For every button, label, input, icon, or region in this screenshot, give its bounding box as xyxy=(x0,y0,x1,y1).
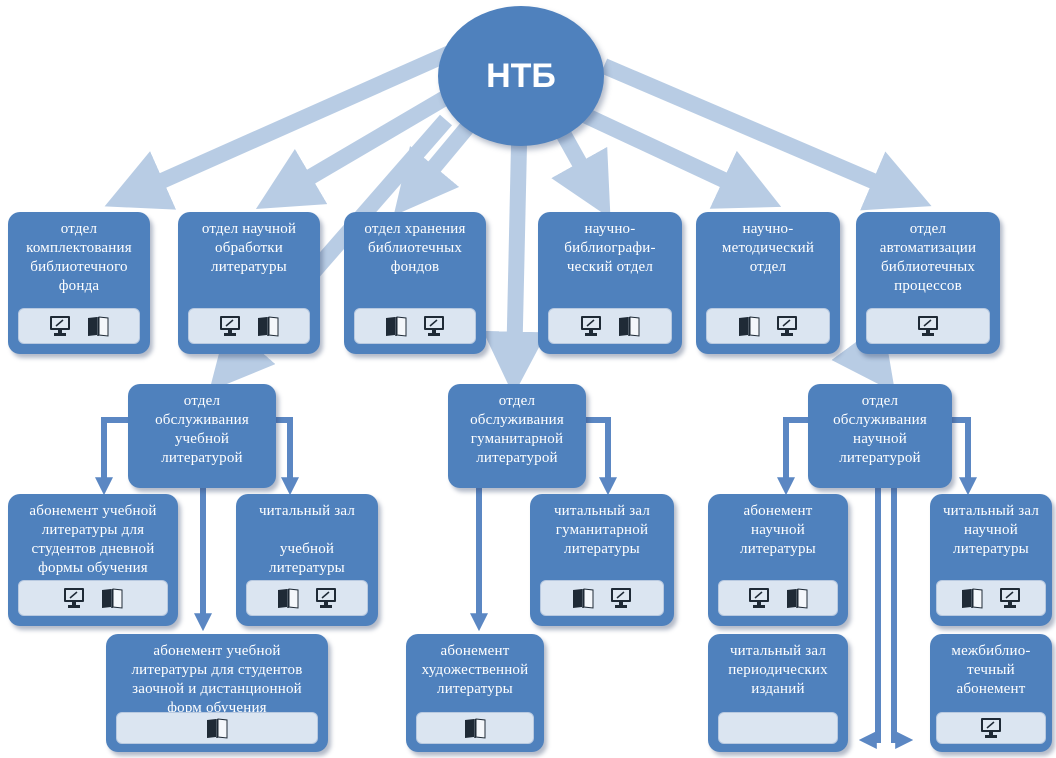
unit-edu-reading-room: читальный зал учебной литературы xyxy=(236,494,378,626)
unit-label: читальный зал учебной литературы xyxy=(258,503,356,576)
connector-edu-right xyxy=(276,417,299,496)
connector-sci-left xyxy=(777,417,808,496)
dept-label: отдел комплектования библиотечного фонда xyxy=(26,221,132,294)
dept-bibliographic: научно- библиографи- ческий отдел xyxy=(538,212,682,354)
service-scientific: отдел обслуживания научной литературой xyxy=(808,384,952,488)
computer-icon xyxy=(579,314,603,338)
book-icon xyxy=(100,586,124,610)
dept-label: отдел хранения библиотечных фондов xyxy=(364,221,466,275)
unit-interlibrary-loan: межбиблио- течный абонемент xyxy=(930,634,1052,752)
dept-label: научно- методический отдел xyxy=(721,221,815,275)
unit-label: абонемент художественной литературы xyxy=(421,643,529,697)
icon-tray xyxy=(718,712,838,744)
book-icon xyxy=(86,314,110,338)
computer-icon xyxy=(62,586,86,610)
arrow-to-processing xyxy=(255,81,467,209)
unit-label: межбиблио- течный абонемент xyxy=(951,643,1031,697)
book-icon xyxy=(571,586,595,610)
icon-tray xyxy=(866,308,990,344)
service-label: отдел обслуживания учебной литературой xyxy=(155,393,249,466)
service-label: отдел обслуживания научной литературой xyxy=(833,393,927,466)
computer-icon xyxy=(916,314,940,338)
unit-edu-subscription-fulltime: абонемент учебной литературы для студент… xyxy=(8,494,178,626)
arrow-to-automation xyxy=(600,58,932,211)
hub-label: НТБ xyxy=(486,56,556,95)
unit-label: абонемент учебной литературы для студент… xyxy=(131,643,303,716)
book-icon xyxy=(617,314,641,338)
arrow-to-bibliographic xyxy=(551,124,611,219)
dept-methodical: научно- методический отдел xyxy=(696,212,840,354)
dept-storage: отдел хранения библиотечных фондов xyxy=(344,212,486,354)
connector-sci-right xyxy=(952,417,977,496)
icon-tray xyxy=(18,580,168,616)
connector-sci-down-b xyxy=(891,487,914,749)
dept-acquisition: отдел комплектования библиотечного фонда xyxy=(8,212,150,354)
book-icon xyxy=(785,586,809,610)
unit-periodicals-reading-room: читальный зал периодических изданий xyxy=(708,634,848,752)
unit-label: читальный зал гуманитарной литературы xyxy=(553,503,651,557)
computer-icon xyxy=(218,314,242,338)
computer-icon xyxy=(422,314,446,338)
book-icon xyxy=(384,314,408,338)
branch-connectors xyxy=(95,417,977,749)
icon-tray xyxy=(936,712,1046,744)
icon-tray xyxy=(718,580,838,616)
book-icon xyxy=(205,716,229,740)
dept-label: отдел автоматизации библиотечных процесс… xyxy=(879,221,977,294)
unit-humanities-reading-room: читальный зал гуманитарной литературы xyxy=(530,494,674,626)
dept-label: научно- библиографи- ческий отдел xyxy=(564,221,656,275)
unit-label: абонемент учебной литературы для студент… xyxy=(29,503,157,576)
book-icon xyxy=(737,314,761,338)
icon-tray xyxy=(354,308,476,344)
dept-processing: отдел научной обработки литературы xyxy=(178,212,320,354)
icon-tray xyxy=(188,308,310,344)
computer-icon xyxy=(979,716,1003,740)
unit-label: абонемент научной литературы xyxy=(740,503,816,557)
unit-fiction-subscription: абонемент художественной литературы xyxy=(406,634,544,752)
icon-tray xyxy=(706,308,830,344)
unit-science-subscription: абонемент научной литературы xyxy=(708,494,848,626)
icon-tray xyxy=(936,580,1046,616)
book-icon xyxy=(256,314,280,338)
computer-icon xyxy=(998,586,1022,610)
icon-tray xyxy=(246,580,368,616)
connector-edu-left xyxy=(95,417,128,496)
book-icon xyxy=(276,586,300,610)
arrow-to-methodical xyxy=(574,104,782,209)
service-educational: отдел обслуживания учебной литературой xyxy=(128,384,276,488)
unit-label: читальный зал периодических изданий xyxy=(728,643,828,697)
computer-icon xyxy=(775,314,799,338)
arrow-to-acquisition xyxy=(104,44,456,210)
unit-science-reading-room: читальный зал научной литературы xyxy=(930,494,1052,626)
dept-label: отдел научной обработки литературы xyxy=(201,221,297,275)
computer-icon xyxy=(314,586,338,610)
computer-icon xyxy=(48,314,72,338)
icon-tray xyxy=(548,308,672,344)
icon-tray xyxy=(116,712,318,744)
connector-hum-right xyxy=(586,417,617,496)
unit-edu-subscription-distance: абонемент учебной литературы для студент… xyxy=(106,634,328,752)
ntb-hub: НТБ xyxy=(438,6,604,146)
icon-tray xyxy=(416,712,534,744)
computer-icon xyxy=(609,586,633,610)
book-icon xyxy=(960,586,984,610)
book-icon xyxy=(463,716,487,740)
service-humanities: отдел обслуживания гуманитарной литерату… xyxy=(448,384,586,488)
arrow-to-humanities-service xyxy=(482,144,547,396)
computer-icon xyxy=(747,586,771,610)
unit-label: читальный зал научной литературы xyxy=(942,503,1040,557)
dept-automation: отдел автоматизации библиотечных процесс… xyxy=(856,212,1000,354)
service-label: отдел обслуживания гуманитарной литерату… xyxy=(470,393,564,466)
icon-tray xyxy=(18,308,140,344)
connector-sci-down-a xyxy=(858,487,881,749)
icon-tray xyxy=(540,580,664,616)
